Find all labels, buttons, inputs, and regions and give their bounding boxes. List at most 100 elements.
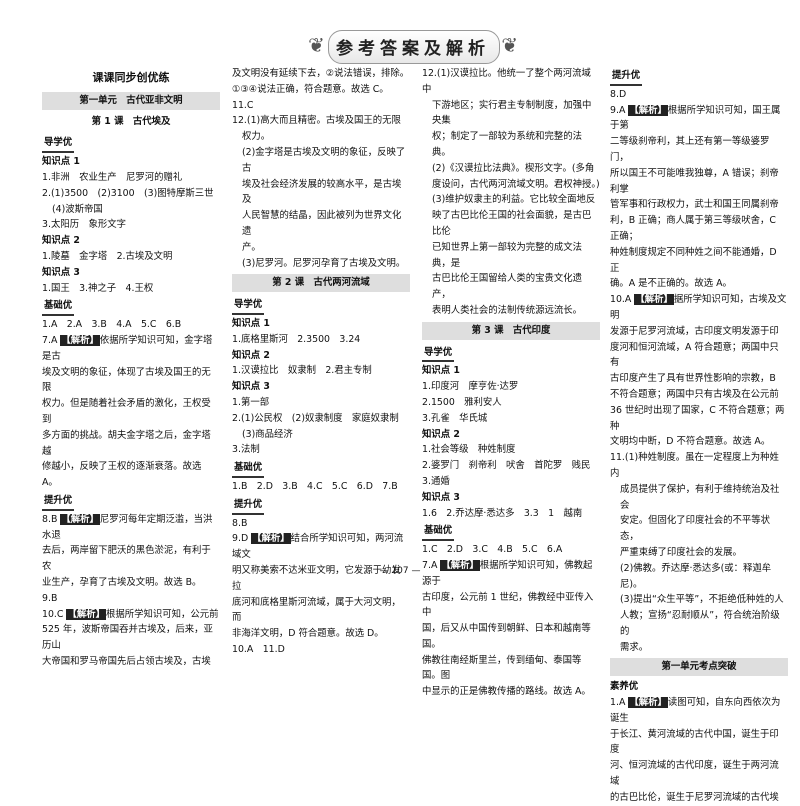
answer-line: (2)金字塔是古埃及文明的象征，反映了古: [242, 146, 406, 174]
section-tag: 导学优: [232, 297, 265, 315]
answer-line: 2.(1)3500 (2)3100 (3)图特摩斯三世: [42, 187, 214, 199]
answer-text: 尼罗河每年定期泛滥，当洪水退: [42, 513, 213, 541]
answer-line: (2)《汉谟拉比法典》。楔形文字。(多角: [432, 162, 595, 174]
section-tag: 基础优: [42, 298, 75, 317]
banner-left-ornament: ❦: [308, 33, 325, 57]
answer-line: 3.通婚: [422, 475, 450, 487]
answer-line: 9.B: [42, 592, 58, 604]
unit-test-title: 第一单元考点突破: [610, 658, 788, 677]
section-tag: 基础优: [232, 460, 265, 478]
answer-line: 3.太阳历 象形文字: [42, 219, 126, 231]
answer-line: ①③④说法正确，符合题意。故选 C。: [232, 83, 389, 95]
section-tag: 基础优: [422, 523, 455, 542]
section-tag: 提升优: [232, 497, 265, 515]
answer-line: 1.6 2.乔达摩·悉达多 3.3 1 越南: [422, 507, 583, 519]
analysis-label: 【解析】: [60, 513, 100, 525]
answer-line: (3)尼罗河。尼罗河孕育了古埃及文明。: [242, 257, 406, 269]
answer-number: 10.C: [42, 608, 64, 620]
section-label: 素养优: [610, 681, 639, 693]
section-tag: 导学优: [42, 135, 75, 154]
answer-page: ❦ 参考答案及解析 ❦ 课课同步创优练 第一单元 古代亚非文明 第 1 课 古代…: [42, 30, 788, 803]
answer-line: 1.汉谟拉比 奴隶制 2.君主专制: [232, 365, 372, 377]
answer-line: 映了古巴比伦王国的社会面貌，是古巴比伦: [432, 210, 592, 237]
section-heading: 课课同步创优练: [92, 71, 170, 84]
answer-line: 10.A 11.D: [232, 643, 285, 655]
answer-text: 结合所学知识可知，两河流域文: [232, 533, 404, 561]
answer-line: 古印度，公元前 1 世纪，佛教经中亚传入中: [422, 591, 594, 619]
answer-line: 表明人类社会的法制传统源远流长。: [432, 304, 583, 316]
answer-line: 1.陵墓 金字塔 2.古埃及文明: [42, 250, 173, 262]
answer-line: 权力。但是随着社会矛盾的激化，王权受到: [42, 398, 211, 425]
answer-line: 11.C: [232, 99, 254, 111]
column-1: 课课同步创优练 第一单元 古代亚非文明 第 1 课 古代埃及 导学优 知识点 1…: [42, 66, 220, 670]
answer-line: 严重束缚了印度社会的发展。: [620, 546, 742, 558]
knowledge-point: 知识点 3: [232, 381, 270, 393]
answer-line: 12.(1)汉谟拉比。他统一了整个两河流域中: [422, 68, 591, 95]
answer-line: 利，B 正确；商人属于第三等级吠舍，C 正确；: [610, 215, 776, 242]
answer-line: 河、恒河流域的古代印度，诞生于两河流域: [610, 760, 779, 788]
knowledge-point: 知识点 3: [422, 491, 460, 503]
knowledge-point: 知识点 1: [422, 365, 460, 377]
analysis-label: 【解析】: [634, 294, 674, 306]
answer-line: 8.B: [232, 517, 248, 529]
answer-line: 的古巴比伦，诞生于尼罗河流域的古代埃: [610, 791, 779, 803]
banner-background: [328, 30, 500, 64]
answer-line: 中显示的正是佛教传播的路线。故选 A。: [422, 686, 591, 698]
answer-line: 11.(1)种姓制度。虽在一定程度上为种姓内: [610, 452, 779, 479]
column-4: 提升优 8.D 9.A 【解析】根据所学知识可知，国王属于第 二等级刹帝利，其上…: [610, 66, 788, 806]
analysis-label: 【解析】: [440, 559, 480, 571]
answer-line: 及文明没有延续下去，②说法错误，排除。: [232, 68, 410, 79]
knowledge-point: 知识点 3: [42, 266, 80, 278]
answer-text: 根据所学知识可知，佛教起源于: [422, 559, 593, 587]
answer-line: 非海洋文明，D 符合题意。故选 D。: [232, 628, 384, 640]
section-tag: 提升优: [610, 68, 643, 86]
answer-line: 国，后又从中国传到朝鲜、日本和越南等国。: [422, 623, 591, 650]
answer-line: 36 世纪时出现了国家，C 不符合题意；两种: [610, 404, 785, 432]
answer-line: 埃及文明的象征，体现了古埃及国王的无限: [42, 366, 211, 394]
answer-line: 二等级刹帝利，其上还有第一等级婆罗门，: [610, 136, 770, 163]
lesson-title: 第 1 课 古代埃及: [91, 115, 171, 127]
answer-line: 1.A 【解析】读图可知，自东向西依次为诞生: [610, 695, 788, 727]
answer-line: 古印度产生了具有世界性影响的宗教，B: [610, 373, 776, 385]
answer-text: 依据所学知识可知，金字塔是古: [42, 334, 213, 362]
answer-line: 2.(1)公民权 (2)奴隶制度 家庭奴隶制: [232, 412, 399, 424]
answer-line: 3.法制: [232, 444, 260, 456]
answer-line: 1.B 2.D 3.B 4.C 5.C 6.D 7.B: [232, 480, 398, 492]
analysis-label: 【解析】: [628, 697, 668, 709]
answer-line: 去后，两岸留下肥沃的黑色淤泥，有利于农: [42, 545, 211, 573]
answer-line: (3)提出“众生平等”，不拒绝低种姓的人: [620, 594, 784, 606]
answer-line: (4)波斯帝国: [52, 203, 103, 215]
answer-line: 安定。但固化了印度社会的不平等状态，: [620, 515, 771, 543]
answer-line: 1.底格里斯河 2.3500 3.24: [232, 333, 361, 345]
answer-line: 已知世界上第一部较为完整的成文法典，是: [432, 241, 583, 269]
answer-line: 古巴比伦王国留给人类的宝贵文化遗产，: [432, 273, 583, 301]
answer-line: 产。: [242, 241, 261, 253]
lesson-title: 第 3 课 古代印度: [422, 321, 600, 340]
answer-line: 确。A 是不正确的。故选 A。: [610, 278, 732, 290]
answer-line: 1.A 2.A 3.B 4.A 5.C 6.B: [42, 319, 182, 331]
analysis-label: 【解析】: [66, 608, 106, 620]
answer-line: 多方面的挑战。胡夫金字塔之后，金字塔越: [42, 429, 211, 457]
section-tag: 导学优: [422, 345, 455, 363]
answer-line: 发源于尼罗河流域，古印度文明发源于印: [610, 325, 779, 337]
answer-line: 2.1500 雅利安人: [422, 396, 502, 408]
answer-line: 需求。: [620, 641, 649, 653]
knowledge-point: 知识点 2: [42, 235, 80, 247]
answer-line: 修越小，反映了王权的逐渐衰落。故选 A。: [42, 461, 202, 489]
answer-text: 根据所学知识可知，国王属于第: [610, 104, 781, 132]
answer-line: 于长江、黄河流域的古代中国，诞生于印度: [610, 728, 779, 756]
answer-number: 7.A: [42, 334, 58, 346]
answer-line: 1.印度河 摩亨佐·达罗: [422, 381, 519, 393]
analysis-label: 【解析】: [628, 104, 668, 116]
answer-text: 根据所学知识可知，公元前: [105, 608, 219, 620]
answer-line: 人民智慧的结晶，因此被列为世界文化遗: [242, 210, 402, 237]
answer-line: 不符合题意；两国中只有古埃及在公元前: [610, 388, 779, 400]
answer-number: 10.A: [610, 294, 632, 306]
answer-text: 据所学知识可知，古埃及文明: [610, 294, 787, 321]
unit-title: 第一单元 古代亚非文明: [42, 91, 220, 110]
answer-line: 1.国王 3.神之子 4.王权: [42, 282, 154, 294]
analysis-label: 【解析】: [251, 533, 291, 545]
answer-line: 佛教往南经斯里兰，传到缅甸、泰国等国。图: [422, 654, 582, 682]
answer-line: 9.A 【解析】根据所学知识可知，国王属于第: [610, 103, 788, 135]
answer-line: 9.D 【解析】结合所学知识可知，两河流域文: [232, 531, 410, 563]
